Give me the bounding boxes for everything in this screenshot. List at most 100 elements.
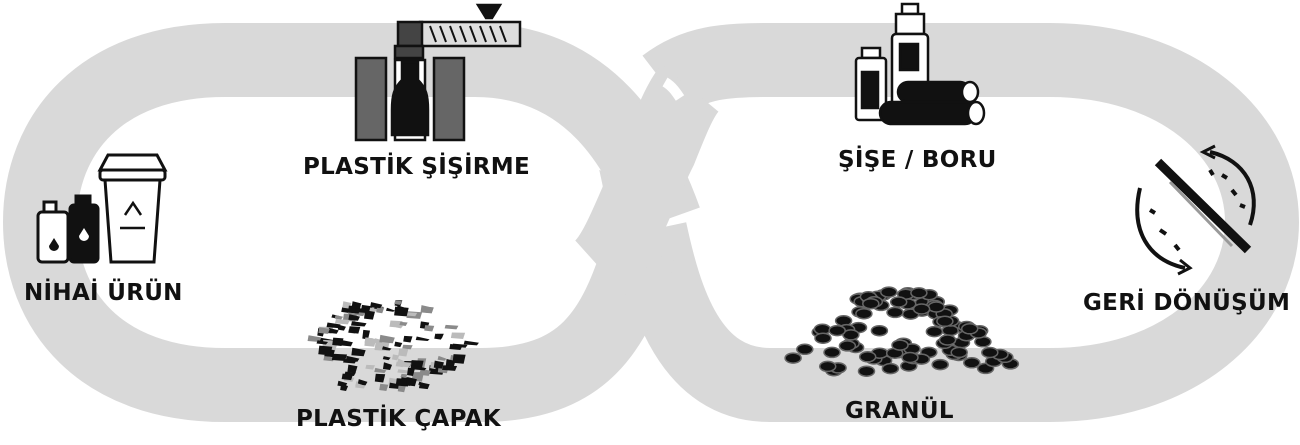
flake-piece [370, 302, 383, 309]
flake-piece [327, 327, 339, 334]
flake-piece [450, 332, 466, 339]
granule-piece [862, 297, 880, 310]
flake-piece [433, 360, 444, 369]
flake-piece [355, 382, 364, 387]
flake-piece [398, 348, 409, 357]
flake-piece [307, 335, 322, 342]
flake-piece [394, 341, 403, 348]
flake-piece [364, 337, 373, 344]
flake-piece [394, 300, 403, 305]
stage-label-recycling: GERİ DÖNÜŞÜM [1083, 290, 1291, 316]
flake-piece [364, 310, 375, 320]
flake-piece [406, 377, 417, 387]
flake-piece [452, 354, 466, 364]
trash-bin-with-bottles-icon [36, 153, 168, 264]
flake-piece [357, 379, 368, 386]
infinity-loop-band [2, 22, 1300, 422]
flake-piece [365, 364, 375, 370]
granule-piece [936, 315, 954, 328]
flake-piece [385, 307, 396, 312]
granule-piece [823, 346, 841, 359]
granule-piece [858, 351, 877, 363]
flake-piece [442, 365, 458, 371]
flake-piece [391, 354, 400, 361]
plastic-flakes-pile-icon [307, 300, 479, 393]
flake-piece [394, 306, 409, 317]
stage-label-granule: GRANÜL [845, 398, 954, 424]
granule-piece [963, 357, 981, 369]
stage-label-plastic-flakes: PLASTİK ÇAPAK [296, 406, 501, 432]
flake-piece [395, 378, 410, 387]
flake-piece [397, 358, 405, 368]
flake-piece [326, 322, 341, 329]
granule-piece [784, 352, 802, 364]
granule-piece [931, 358, 949, 371]
flake-piece [341, 307, 350, 313]
flake-piece [437, 355, 447, 361]
flake-piece [424, 325, 435, 332]
stage-label-bottle-pipe: ŞİŞE / BORU [838, 147, 997, 173]
flake-piece [316, 340, 328, 345]
flake-piece [348, 314, 360, 321]
granule-piece [796, 343, 814, 356]
flake-piece [403, 335, 413, 343]
flake-piece [341, 373, 354, 381]
flake-piece [402, 344, 413, 350]
flake-piece [340, 383, 349, 392]
granule-piece [925, 325, 944, 338]
granule-piece [838, 340, 857, 352]
flake-piece [435, 333, 444, 339]
granule-piece [828, 324, 846, 337]
flake-piece [451, 343, 468, 348]
flake-piece [379, 383, 389, 392]
flake-piece [348, 326, 361, 334]
flake-piece [340, 340, 353, 347]
granule-piece [938, 334, 957, 346]
flake-piece [415, 336, 430, 341]
granule-piece [981, 346, 999, 359]
flake-piece [350, 321, 367, 327]
flake-piece [407, 367, 415, 377]
blow-molding-machine-icon [354, 3, 522, 142]
flake-piece [382, 346, 392, 351]
granule-piece [857, 365, 876, 377]
stage-label-final-product: NİHAİ ÜRÜN [24, 280, 183, 306]
flake-piece [362, 329, 371, 340]
granule-piece [886, 306, 904, 319]
granule-piece [870, 324, 889, 337]
granule-piece [889, 296, 908, 308]
granule-piece [927, 301, 946, 313]
granules-pile-icon [784, 286, 1020, 377]
flake-piece [351, 347, 366, 357]
flake-piece [331, 353, 348, 361]
flake-piece [397, 369, 410, 374]
granule-piece [880, 286, 898, 298]
flake-piece [389, 320, 403, 328]
flake-piece [400, 373, 408, 378]
granule-piece [950, 346, 968, 359]
granule-piece [818, 360, 837, 373]
granule-piece [881, 362, 900, 375]
flake-piece [318, 327, 330, 334]
flake-piece [419, 368, 431, 376]
stage-label-blow-molding: PLASTİK ŞİŞİRME [303, 154, 531, 180]
bottles-and-pipes-icon [854, 2, 986, 126]
flake-piece [337, 324, 346, 331]
flake-piece [318, 345, 333, 356]
flake-piece [347, 364, 358, 373]
flake-piece [379, 334, 395, 344]
granule-piece [912, 303, 931, 315]
granule-piece [814, 332, 832, 344]
granule-piece [855, 307, 873, 320]
flake-piece [382, 362, 393, 371]
recycling-shredder-icon [1135, 144, 1256, 276]
flake-piece [334, 315, 344, 320]
flake-piece [334, 318, 350, 325]
flake-piece [374, 373, 386, 383]
granule-piece [960, 323, 979, 335]
flake-piece [463, 340, 479, 346]
flake-piece [397, 384, 407, 393]
flake-piece [413, 365, 427, 371]
